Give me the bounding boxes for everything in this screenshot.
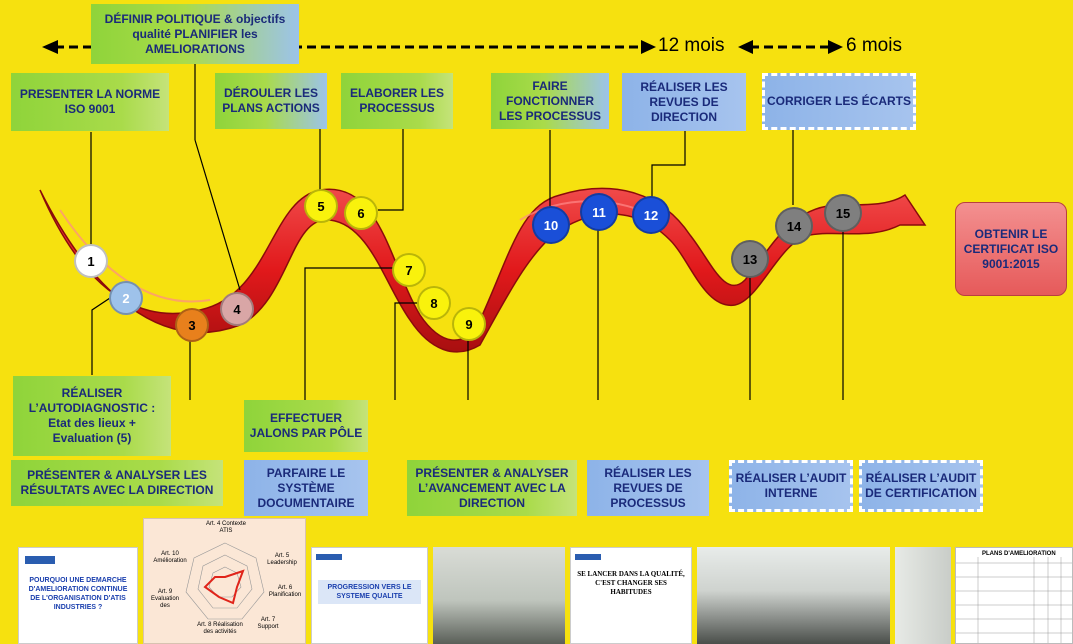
goal-certificate-box: OBTENIR LE CERTIFICAT ISO 9001:2015: [955, 202, 1067, 296]
thumbnail-photo-flowchart: [895, 547, 951, 644]
step-15-box: RÉALISER L’AUDIT DE CERTIFICATION: [859, 460, 983, 512]
step-circle-15: 15: [824, 194, 862, 232]
radar-axis-10: Art. 10 Amélioration: [153, 551, 187, 564]
thumbnail-improvement-plans: PLANS D'AMELIORATION: [955, 547, 1073, 644]
step-circle-8: 8: [417, 286, 451, 320]
step-circle-10: 10: [532, 206, 570, 244]
step-9-box: PRÉSENTER & ANALYSER L’AVANCEMENT AVEC L…: [407, 460, 577, 516]
thumbnail-change-habits: SE LANCER DANS LA QUALITÉ, C'EST CHANGER…: [570, 547, 692, 644]
step-13-box: RÉALISER L’AUDIT INTERNE: [729, 460, 853, 512]
step-circle-6: 6: [344, 196, 378, 230]
step-3-box: PRÉSENTER & ANALYSER LES RÉSULTATS AVEC …: [11, 460, 223, 506]
timeline-label-12-months: 12 mois: [658, 35, 725, 56]
timeline-label-6-months: 6 mois: [846, 35, 902, 56]
table-lines: [956, 557, 1072, 643]
step-circle-3: 3: [175, 308, 209, 342]
step-1-box: PRESENTER LA NORME ISO 9001: [11, 73, 169, 131]
step-circle-11: 11: [580, 193, 618, 231]
radar-axis-9: Art. 9 Evaluation des: [150, 589, 180, 609]
step-6-box: ELABORER LES PROCESSUS: [341, 73, 453, 129]
step-circle-1: 1: [74, 244, 108, 278]
radar-axis-6: Art. 6 Planification: [268, 585, 302, 598]
step-4-box: DÉFINIR POLITIQUE & objectifs qualité PL…: [91, 4, 299, 64]
step-12-box: RÉALISER LES REVUES DE DIRECTION: [622, 73, 746, 131]
step-7-box: EFFECTUER JALONS PAR PÔLE: [244, 400, 368, 452]
step-11-box: RÉALISER LES REVUES DE PROCESSUS: [587, 460, 709, 516]
step-10-box: FAIRE FONCTIONNER LES PROCESSUS: [491, 73, 609, 129]
step-circle-14: 14: [775, 207, 813, 245]
radar-axis-5: Art. 5 Leadership: [267, 553, 297, 566]
step-circle-7: 7: [392, 253, 426, 287]
step-circle-12: 12: [632, 196, 670, 234]
step-circle-13: 13: [731, 240, 769, 278]
step-circle-4: 4: [220, 292, 254, 326]
radar-axis-4: Art. 4 Contexte ATIS: [205, 521, 247, 534]
step-8-box: PARFAIRE LE SYSTÈME DOCUMENTAIRE: [244, 460, 368, 516]
step-circle-5: 5: [304, 189, 338, 223]
step-5-box: DÉROULER LES PLANS ACTIONS: [215, 73, 327, 129]
step-2-box: RÉALISER L’AUTODIAGNOSTIC : Etat des lie…: [13, 376, 171, 456]
thumbnail-radar-chart: Art. 4 Contexte ATIS Art. 5 Leadership A…: [143, 518, 306, 644]
thumbnail-photo-meeting-2: [697, 547, 890, 644]
radar-axis-8: Art. 8 Réalisation des activités: [197, 622, 243, 635]
radar-graphic: [185, 542, 265, 620]
thumbnail-presentation-why: POURQUOI UNE DEMARCHE D'AMELIORATION CON…: [18, 547, 138, 644]
step-circle-9: 9: [452, 307, 486, 341]
step-14-box: CORRIGER LES ÉCARTS: [762, 73, 916, 130]
thumbnail-photo-meeting-1: [433, 547, 565, 644]
radar-axis-7: Art. 7 Support: [257, 617, 279, 630]
thumbnail-progression: PROGRESSION VERS LE SYSTEME QUALITE: [311, 547, 428, 644]
step-circle-2: 2: [109, 281, 143, 315]
